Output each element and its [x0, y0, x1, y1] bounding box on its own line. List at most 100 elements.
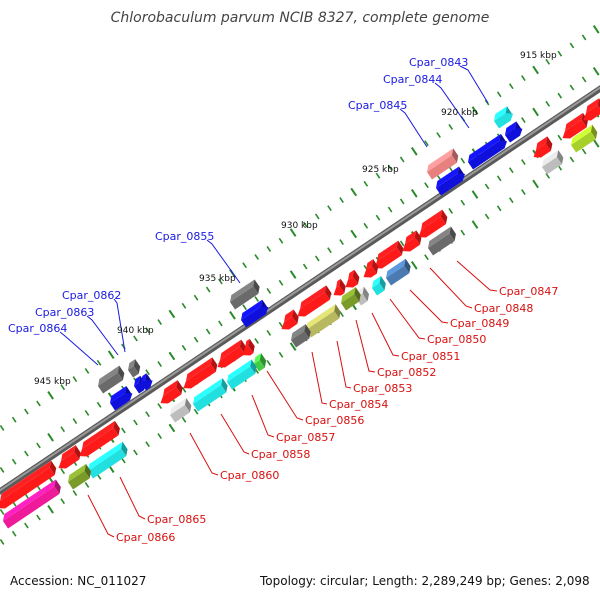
gene-feature-top — [245, 338, 250, 348]
gene-label-cpar-0862[interactable]: Cpar_0862 — [62, 289, 121, 302]
gene-label-cpar-0847[interactable]: Cpar_0847 — [499, 285, 558, 298]
gene-feature-side — [54, 479, 61, 494]
gene-feature[interactable] — [95, 365, 127, 394]
gene-feature[interactable] — [0, 479, 63, 529]
gene-feature[interactable] — [155, 380, 185, 407]
gene-feature[interactable] — [539, 150, 566, 175]
gene-feature[interactable] — [138, 373, 155, 391]
gene-feature[interactable] — [397, 230, 424, 254]
gene-feature[interactable] — [568, 124, 600, 153]
gene-feature-top — [227, 359, 252, 382]
gene-feature[interactable] — [190, 378, 230, 412]
gene-feature[interactable] — [303, 304, 343, 338]
scale-tick — [399, 156, 405, 163]
gene-feature[interactable] — [251, 353, 269, 372]
label-leader-line — [399, 108, 428, 148]
gene-label-cpar-0865[interactable]: Cpar_0865 — [147, 513, 206, 526]
gene-feature-face — [428, 233, 455, 256]
scale-tick — [72, 490, 78, 497]
label-leader-line — [251, 394, 275, 438]
scale-tick — [278, 237, 284, 244]
gene-feature[interactable] — [413, 209, 450, 241]
gene-label-cpar-0853[interactable]: Cpar_0853 — [353, 382, 412, 395]
gene-label-cpar-0854[interactable]: Cpar_0854 — [329, 398, 388, 411]
gene-feature-face — [363, 266, 377, 278]
gene-feature[interactable] — [0, 460, 59, 512]
scale-tick — [471, 190, 479, 199]
scale-tick — [266, 329, 272, 336]
gene-label-cpar-0860[interactable]: Cpar_0860 — [220, 469, 279, 482]
gene-feature-top — [341, 287, 356, 303]
scale-tick — [0, 424, 5, 431]
gene-label-cpar-0845[interactable]: Cpar_0845 — [348, 99, 407, 112]
gene-feature[interactable] — [167, 398, 194, 423]
gene-feature[interactable] — [276, 309, 301, 332]
scale-tick — [36, 400, 41, 407]
gene-feature[interactable] — [288, 324, 313, 348]
gene-label-cpar-0852[interactable]: Cpar_0852 — [377, 366, 436, 379]
gene-feature-top — [61, 445, 76, 461]
gene-label-cpar-0843[interactable]: Cpar_0843 — [409, 56, 468, 69]
gene-label-cpar-0863[interactable]: Cpar_0863 — [35, 306, 94, 319]
gene-feature[interactable] — [237, 338, 257, 359]
gene-feature[interactable] — [369, 240, 406, 272]
gene-feature[interactable] — [65, 463, 94, 490]
gene-feature[interactable] — [528, 136, 555, 160]
gene-feature[interactable] — [491, 106, 515, 129]
gene-feature-side — [545, 136, 553, 151]
gene-feature[interactable] — [224, 359, 259, 390]
gene-feature-face — [436, 173, 466, 196]
scale-tick — [205, 286, 211, 293]
gene-label-cpar-0858[interactable]: Cpar_0858 — [251, 448, 310, 461]
gene-feature[interactable] — [358, 259, 381, 281]
gene-feature[interactable] — [292, 285, 334, 319]
gene-feature-top — [586, 98, 599, 113]
genome-summary-text: Topology: circular; Length: 2,289,249 bp… — [260, 574, 590, 588]
label-leader-line — [189, 432, 219, 476]
gene-feature[interactable] — [178, 357, 220, 391]
gene-feature[interactable] — [424, 148, 461, 180]
gene-label-cpar-0851[interactable]: Cpar_0851 — [401, 350, 460, 363]
gene-label-cpar-0866[interactable]: Cpar_0866 — [116, 531, 175, 544]
gene-label-cpar-0844[interactable]: Cpar_0844 — [383, 73, 442, 86]
gene-label-cpar-0856[interactable]: Cpar_0856 — [305, 414, 364, 427]
gene-label-cpar-0857[interactable]: Cpar_0857 — [276, 431, 335, 444]
label-leader-line — [409, 289, 449, 324]
gene-feature[interactable] — [425, 226, 459, 256]
scale-tick — [410, 147, 418, 156]
gene-feature[interactable] — [227, 279, 262, 310]
gene-feature[interactable] — [340, 269, 362, 291]
scale-tick — [84, 409, 90, 416]
label-leader-line — [220, 413, 250, 455]
gene-label-cpar-0849[interactable]: Cpar_0849 — [450, 317, 509, 330]
gene-feature[interactable] — [53, 445, 83, 472]
gene-feature-top — [571, 124, 593, 145]
gene-feature[interactable] — [238, 299, 271, 328]
gene-feature[interactable] — [369, 276, 388, 296]
gene-feature[interactable] — [85, 441, 130, 479]
gene-label-cpar-0855[interactable]: Cpar_0855 — [155, 230, 214, 243]
gene-feature-side — [304, 324, 311, 339]
gene-feature[interactable] — [328, 278, 348, 299]
gene-feature[interactable] — [107, 385, 135, 411]
gene-label-cpar-0864[interactable]: Cpar_0864 — [8, 322, 67, 335]
gene-feature[interactable] — [465, 133, 509, 170]
scale-tick — [339, 197, 344, 204]
gene-feature[interactable] — [502, 121, 525, 143]
gene-feature[interactable] — [433, 166, 467, 196]
kbp-label: 915 kbp — [520, 51, 557, 61]
gene-feature[interactable] — [338, 287, 363, 311]
scale-tick — [266, 359, 272, 366]
gene-feature[interactable] — [383, 258, 413, 286]
gene-label-cpar-0848[interactable]: Cpar_0848 — [474, 302, 533, 315]
gene-feature-face — [372, 282, 385, 296]
scale-tick — [24, 408, 29, 415]
gene-feature[interactable] — [74, 420, 122, 460]
gene-feature[interactable] — [578, 98, 600, 124]
map-title: Chlorobaculum parvum NCIB 8327, complete… — [110, 10, 490, 26]
gene-feature[interactable] — [125, 359, 143, 378]
gene-label-cpar-0850[interactable]: Cpar_0850 — [427, 333, 486, 346]
gene-feature-face — [0, 467, 55, 509]
